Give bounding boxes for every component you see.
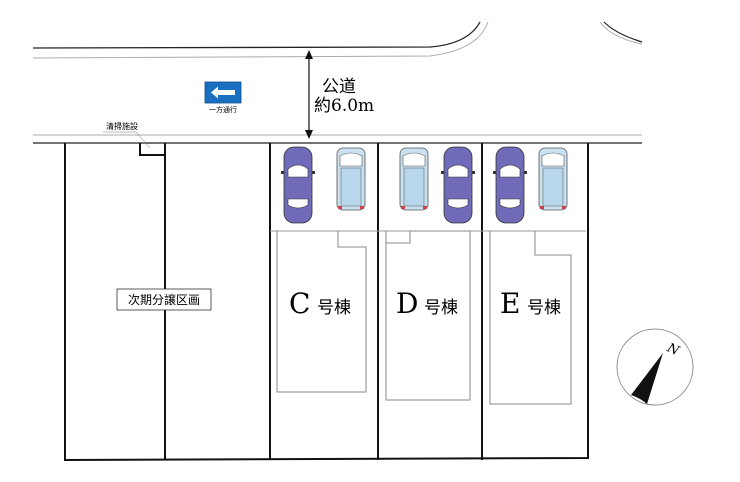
one-way-label: 一方通行: [209, 105, 237, 114]
house-c-label: C 号棟: [289, 287, 351, 320]
car-icon: [399, 147, 429, 211]
road-curb-top: [32, 21, 489, 59]
facility-label: 清掃施設: [106, 121, 138, 131]
house-e-footprint: [489, 231, 572, 405]
car-icon: [336, 147, 366, 211]
house-d-footprint: [385, 230, 471, 401]
svg-text:号棟: 号棟: [527, 298, 561, 318]
future-lot-label-box: [116, 288, 212, 311]
svg-text:号棟: 号棟: [424, 298, 458, 318]
svg-text:号棟: 号棟: [317, 298, 351, 318]
road-width-label: 約6.0m: [314, 96, 374, 116]
svg-text:C: C: [289, 287, 310, 320]
car-icon: [538, 147, 568, 211]
north-compass-icon: N: [616, 328, 694, 406]
lot-boundaries: [64, 143, 589, 462]
road-curb-corner: [599, 21, 643, 45]
house-c-footprint: [276, 231, 367, 393]
facility-leader: [135, 131, 151, 149]
future-lot-label: 次期分譲区画: [128, 292, 200, 307]
car-icon: [440, 146, 476, 224]
svg-text:E: E: [500, 287, 520, 320]
car-icon: [280, 146, 316, 224]
house-d-label: D 号棟: [396, 287, 458, 320]
svg-text:D: D: [396, 287, 418, 320]
arrow-heads: [305, 50, 313, 139]
one-way-sign: 一方通行: [204, 81, 242, 114]
road-edge-top: [32, 21, 481, 49]
house-e-label: E 号棟: [500, 287, 561, 320]
car-icon: [492, 146, 528, 224]
road-label: 公道: [322, 77, 356, 97]
road-edge-corner: [603, 21, 643, 43]
